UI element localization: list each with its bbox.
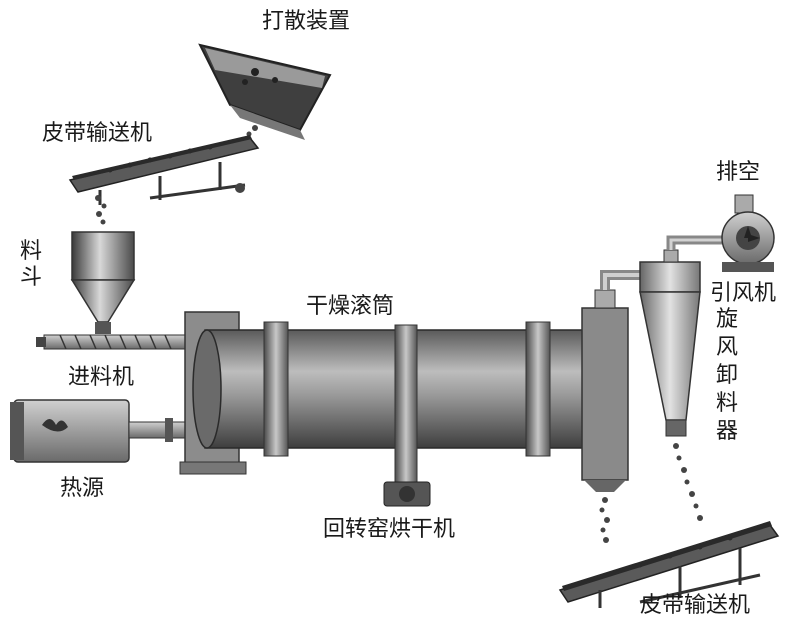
breaker-device: [198, 43, 332, 140]
label-conveyor-bottom: 皮带输送机: [640, 593, 750, 618]
belt-conveyor-top: [68, 135, 260, 205]
label-heat-source: 热源: [60, 476, 104, 501]
belt-conveyor-bottom: [558, 521, 780, 608]
label-cyclone-1: 旋: [716, 307, 738, 332]
label-cyclone-5: 器: [716, 419, 738, 444]
feed-hopper: [70, 231, 136, 334]
label-breaker: 打散装置: [262, 9, 350, 34]
label-feeder: 进料机: [68, 365, 134, 390]
label-cyclone-3: 卸: [716, 363, 738, 388]
label-dryer: 回转窑烘干机: [323, 517, 455, 542]
label-conveyor-top: 皮带输送机: [42, 121, 152, 146]
material-stream-bottom: [599, 443, 703, 543]
label-cyclone-2: 风: [716, 335, 738, 360]
induced-draft-fan: [721, 194, 775, 272]
label-hopper-1: 料: [20, 239, 42, 264]
inlet-housing-base: [179, 461, 247, 475]
discharge-housing: [581, 289, 629, 492]
label-exhaust: 排空: [716, 160, 760, 185]
label-fan: 引风机: [710, 281, 776, 306]
screw-feeder: [36, 334, 195, 350]
cyclone-separator: [639, 249, 701, 437]
heat-source: [10, 399, 188, 463]
label-drum: 干燥滚筒: [306, 294, 394, 319]
material-stream-hopper: [95, 195, 107, 225]
drive-support: [383, 324, 431, 507]
label-cyclone-4: 料: [716, 391, 738, 416]
label-hopper-2: 斗: [20, 265, 42, 290]
